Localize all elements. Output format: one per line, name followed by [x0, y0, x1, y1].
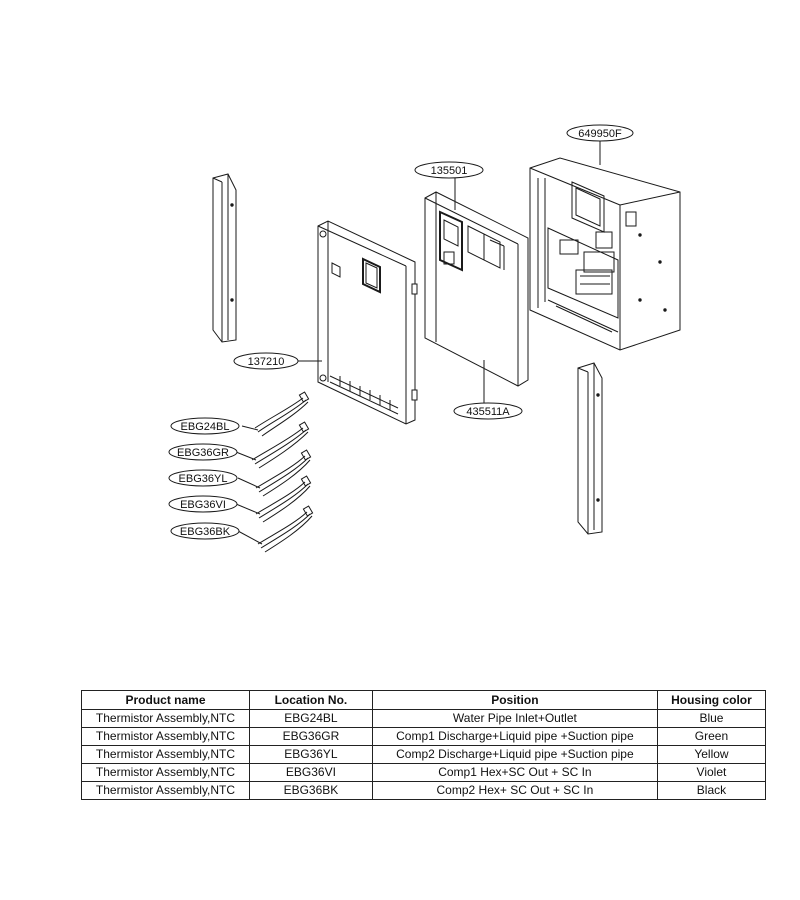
cell-product-name: Thermistor Assembly,NTC — [81, 709, 250, 728]
right-side-rail — [577, 362, 603, 535]
cell-housing-color: Black — [656, 781, 767, 800]
cell-position: Comp2 Discharge+Liquid pipe +Suction pip… — [371, 745, 658, 764]
header-position: Position — [371, 690, 658, 710]
cell-position: Comp2 Hex+ SC Out + SC In — [371, 781, 658, 800]
callout-oval-thermistor-3 — [168, 469, 238, 487]
cell-housing-color: Green — [656, 727, 767, 746]
cell-housing-color: Blue — [656, 709, 767, 728]
callout-label-front-panel: 137210 — [248, 356, 285, 368]
callout-label-case: 649950F — [578, 128, 622, 140]
cell-location-no: EBG24BL — [248, 709, 373, 728]
thermistor-parts-table: Product name Location No. Position Housi… — [81, 690, 767, 800]
table-row: Thermistor Assembly,NTC EBG24BL Water Pi… — [81, 709, 767, 728]
callout-label-thermistor-2: EBG36GR — [177, 447, 229, 459]
cell-position: Comp1 Discharge+Liquid pipe +Suction pip… — [371, 727, 658, 746]
left-side-rail — [212, 173, 237, 343]
front-panel — [317, 220, 418, 425]
callout-oval-control-box — [414, 161, 484, 179]
cell-location-no: EBG36BK — [248, 781, 373, 800]
callout-label-thermistor-3: EBG36YL — [179, 473, 228, 485]
callout-label-inner-panel: 435511A — [466, 406, 510, 418]
table-row: Thermistor Assembly,NTC EBG36BK Comp2 He… — [81, 781, 767, 800]
callout-label-thermistor-5: EBG36BK — [180, 526, 231, 538]
cell-housing-color: Violet — [656, 763, 767, 782]
callout-oval-thermistor-2 — [168, 443, 238, 461]
thermistor-harness-5 — [257, 505, 314, 553]
cell-product-name: Thermistor Assembly,NTC — [81, 727, 250, 746]
cell-position: Water Pipe Inlet+Outlet — [371, 709, 658, 728]
table-row: Thermistor Assembly,NTC EBG36YL Comp2 Di… — [81, 745, 767, 764]
cell-position: Comp1 Hex+SC Out + SC In — [371, 763, 658, 782]
thermistor-harness-1 — [254, 391, 310, 437]
callout-oval-thermistor-1 — [170, 417, 240, 435]
callout-oval-case — [566, 124, 634, 142]
outer-case — [529, 157, 681, 351]
cell-location-no: EBG36VI — [248, 763, 373, 782]
callout-label-thermistor-1: EBG24BL — [181, 421, 230, 433]
callout-label-control-box: 135501 — [431, 165, 468, 177]
control-box-assembly — [424, 191, 529, 387]
cell-location-no: EBG36YL — [248, 745, 373, 764]
thermistor-harness-3 — [255, 449, 312, 497]
callout-oval-thermistor-4 — [168, 495, 238, 513]
callout-oval-inner-panel — [453, 402, 523, 420]
header-housing-color: Housing color — [656, 690, 767, 710]
cell-product-name: Thermistor Assembly,NTC — [81, 781, 250, 800]
callout-oval-thermistor-5 — [170, 522, 240, 540]
table-header-row: Product name Location No. Position Housi… — [81, 690, 767, 710]
table-row: Thermistor Assembly,NTC EBG36GR Comp1 Di… — [81, 727, 767, 746]
leader-lines — [235, 141, 601, 545]
cell-product-name: Thermistor Assembly,NTC — [81, 763, 250, 782]
callout-oval-front-panel — [233, 352, 299, 370]
thermistor-harness-2 — [251, 421, 310, 469]
header-location-no: Location No. — [248, 690, 373, 710]
callout-label-thermistor-4: EBG36VI — [180, 499, 226, 511]
header-product-name: Product name — [81, 690, 250, 710]
cell-housing-color: Yellow — [656, 745, 767, 764]
cell-product-name: Thermistor Assembly,NTC — [81, 745, 250, 764]
exploded-parts-diagram: 649950F 135501 137210 435511A EBG24BL EB… — [168, 124, 681, 553]
thermistor-harness-4 — [255, 475, 312, 523]
cell-location-no: EBG36GR — [248, 727, 373, 746]
table-row: Thermistor Assembly,NTC EBG36VI Comp1 He… — [81, 763, 767, 782]
